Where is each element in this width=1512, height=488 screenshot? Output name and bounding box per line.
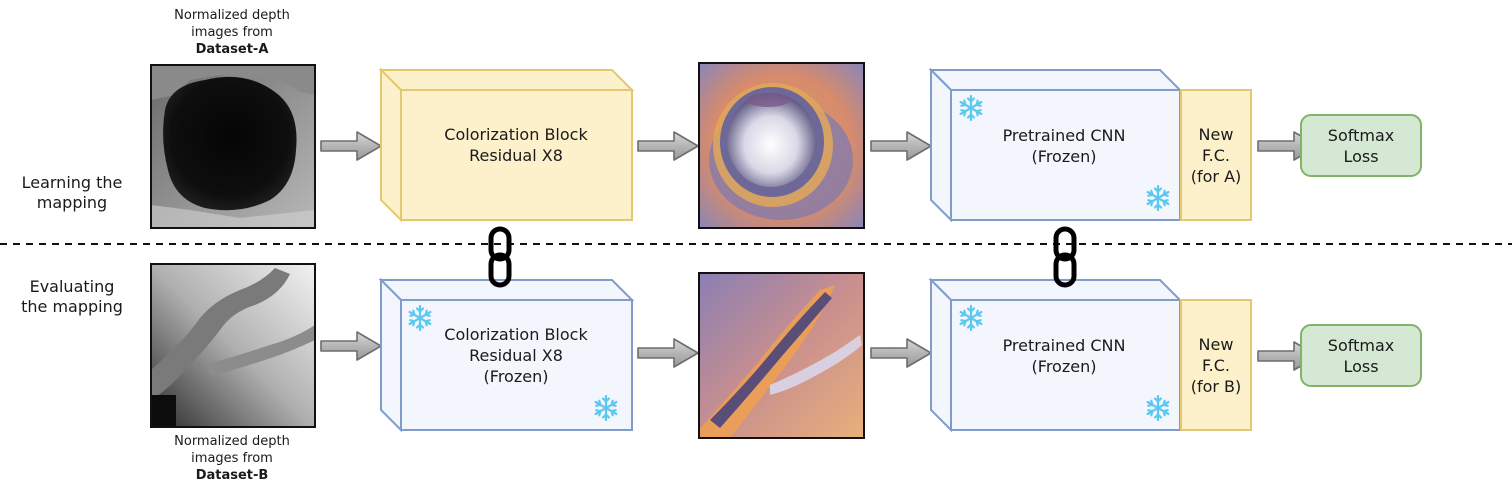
- svg-text:Softmax: Softmax: [1328, 336, 1394, 355]
- depth-image-a: [150, 64, 316, 229]
- svg-text:F.C.: F.C.: [1202, 356, 1230, 375]
- depth-image-b: [150, 263, 316, 428]
- svg-text:Dataset-B: Dataset-B: [196, 468, 269, 483]
- svg-text:(Frozen): (Frozen): [1032, 357, 1097, 376]
- svg-text:Dataset-A: Dataset-A: [196, 42, 269, 57]
- arrow-right-icon: [870, 338, 932, 368]
- svg-text:mapping: mapping: [37, 193, 107, 212]
- svg-text:Colorization Block: Colorization Block: [444, 325, 588, 344]
- colorization-block-bottom: Colorization Block Residual X8 (Frozen): [378, 277, 635, 433]
- arrow-right-icon: [870, 131, 932, 161]
- svg-text:(for A): (for A): [1191, 167, 1242, 186]
- pretrained-cnn-top: Pretrained CNN (Frozen): [928, 67, 1183, 223]
- colorized-image-a: [698, 62, 865, 229]
- svg-text:(for B): (for B): [1191, 377, 1242, 396]
- row-label-bottom: Evaluating the mapping: [21, 277, 123, 316]
- svg-text:Residual X8: Residual X8: [469, 146, 563, 165]
- new-fc-bottom: New F.C. (for B): [1180, 299, 1252, 431]
- softmax-loss-bottom: Softmax Loss: [1300, 324, 1422, 387]
- arrow-right-icon: [637, 338, 699, 368]
- svg-text:images from: images from: [191, 451, 273, 466]
- new-fc-top: New F.C. (for A): [1180, 89, 1252, 221]
- svg-text:Residual X8: Residual X8: [469, 346, 563, 365]
- svg-text:the mapping: the mapping: [21, 297, 123, 316]
- arrow-right-icon: [320, 331, 382, 361]
- svg-text:Pretrained CNN: Pretrained CNN: [1003, 336, 1126, 355]
- svg-text:Evaluating: Evaluating: [30, 277, 115, 296]
- svg-text:images from: images from: [191, 25, 273, 40]
- svg-text:Loss: Loss: [1343, 357, 1378, 376]
- colorized-image-b: [698, 272, 865, 439]
- arrow-right-icon: [637, 131, 699, 161]
- svg-text:Learning the: Learning the: [22, 173, 123, 192]
- chain-link-icon: [491, 229, 509, 285]
- svg-text:Pretrained CNN: Pretrained CNN: [1003, 126, 1126, 145]
- svg-text:New: New: [1199, 125, 1234, 144]
- caption-dataset-a: Normalized depth images from Dataset-A: [174, 8, 290, 57]
- svg-text:Colorization Block: Colorization Block: [444, 125, 588, 144]
- pretrained-cnn-bottom: Pretrained CNN (Frozen): [928, 277, 1183, 433]
- svg-text:Normalized depth: Normalized depth: [174, 434, 290, 449]
- svg-text:(Frozen): (Frozen): [1032, 147, 1097, 166]
- row-label-top: Learning the mapping: [22, 173, 123, 212]
- svg-text:F.C.: F.C.: [1202, 146, 1230, 165]
- softmax-loss-top: Softmax Loss: [1300, 114, 1422, 177]
- arrow-right-icon: [320, 131, 382, 161]
- svg-text:Softmax: Softmax: [1328, 126, 1394, 145]
- chain-link-icon: [1056, 229, 1074, 285]
- svg-text:Loss: Loss: [1343, 147, 1378, 166]
- colorization-block-top: Colorization Block Residual X8: [378, 67, 635, 223]
- svg-text:New: New: [1199, 335, 1234, 354]
- svg-text:Normalized depth: Normalized depth: [174, 8, 290, 23]
- caption-dataset-b: Normalized depth images from Dataset-B: [174, 434, 290, 483]
- svg-text:(Frozen): (Frozen): [484, 367, 549, 386]
